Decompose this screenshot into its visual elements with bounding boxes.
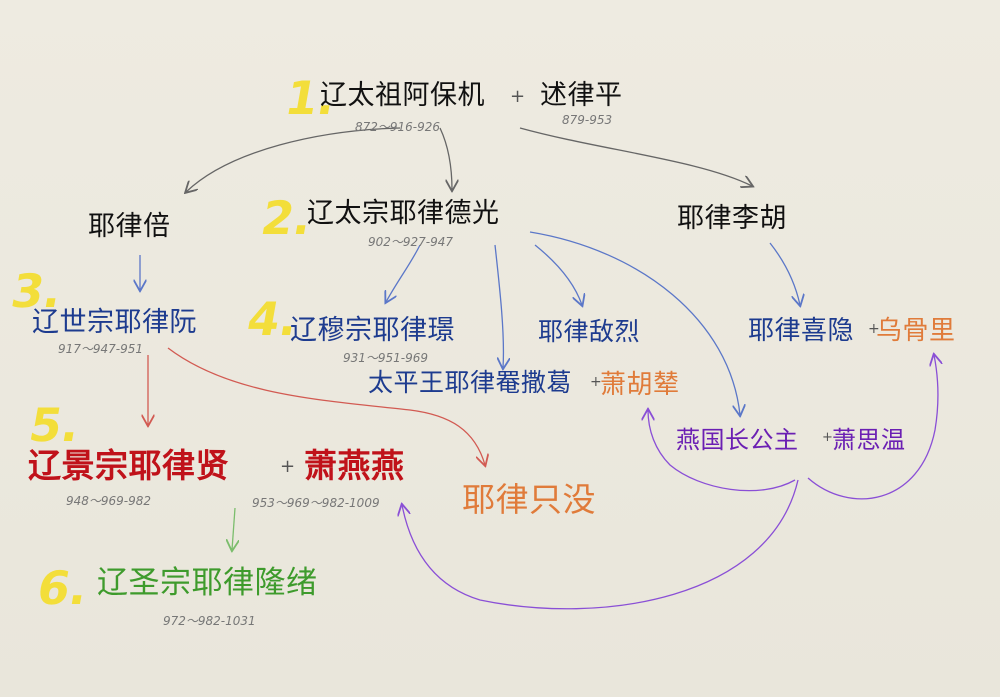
node-shengzong: 辽圣宗耶律隆绪 (97, 565, 318, 601)
node-wuguli: 乌骨里 (876, 316, 956, 346)
edge-shizong-zhimo (167, 347, 485, 465)
dates-taizu: 872～916-926 (355, 120, 441, 134)
edge-lihu-xiyin (769, 242, 800, 305)
node-xiaoyanyan: 萧燕燕 (304, 446, 405, 485)
edge-taizu-taizong (439, 127, 452, 190)
node-dilie: 耶律敌烈 (538, 317, 641, 346)
dates-shulvping: 879-953 (562, 113, 613, 127)
node-xiyin: 耶律喜隐 (748, 316, 855, 346)
node-shizong: 辽世宗耶律阮 (32, 307, 197, 338)
dates-taizong: 902～927-947 (368, 235, 454, 249)
node-lihu: 耶律李胡 (677, 203, 787, 234)
node-jingzong: 辽景宗耶律贤 (28, 446, 229, 485)
node-zhimo: 耶律只没 (462, 480, 596, 519)
node-xiaosiwen: 萧思温 (832, 426, 906, 454)
dates-shizong: 917～947-951 (58, 342, 144, 356)
edge-taizong-yanguo (529, 231, 740, 415)
edge-shulv-lihu (519, 127, 752, 186)
node-shulvping: 述律平 (540, 80, 623, 111)
marriage-plus-xiyin: + (868, 321, 880, 337)
node-taipingwang: 太平王耶律罨撒葛 (368, 368, 573, 397)
node-muzong: 辽穆宗耶律璟 (290, 315, 455, 346)
node-xiaohunian: 萧胡辇 (600, 370, 680, 400)
generation-number-6: 6. (33, 561, 93, 615)
dates-jingzong: 948～969-982 (66, 494, 152, 508)
edge-yanguo-wuguli (807, 355, 938, 500)
dates-xiaoyanyan: 953～969～982-1009 (252, 496, 380, 510)
node-taizong: 辽太宗耶律德光 (307, 198, 500, 229)
node-yanguo: 燕国长公主 (676, 426, 799, 454)
node-taizu: 辽太祖阿保机 (320, 80, 485, 111)
dates-muzong: 931～951-969 (343, 351, 429, 365)
node-beipei: 耶律倍 (88, 211, 171, 242)
edge-taizong-dilie (534, 244, 582, 305)
generation-number-5: 5. (25, 398, 85, 452)
dates-shengzong: 972～982-1031 (163, 614, 256, 628)
edge-taizu-beipei (186, 127, 401, 192)
edge-taizong-muzong (386, 244, 421, 302)
marriage-plus-yanguo: + (822, 430, 833, 445)
edge-yanguo-xiaoyanyan (402, 479, 799, 610)
marriage-plus-jingzong: + (280, 456, 296, 477)
edge-yanguo-xiaohunian (648, 410, 796, 492)
edge-taizong-taipingwang (494, 244, 503, 368)
marriage-plus-taizu: + (510, 86, 526, 107)
edge-jingzong-shengzong (232, 507, 235, 550)
marriage-plus-taipingwang: + (590, 374, 602, 390)
